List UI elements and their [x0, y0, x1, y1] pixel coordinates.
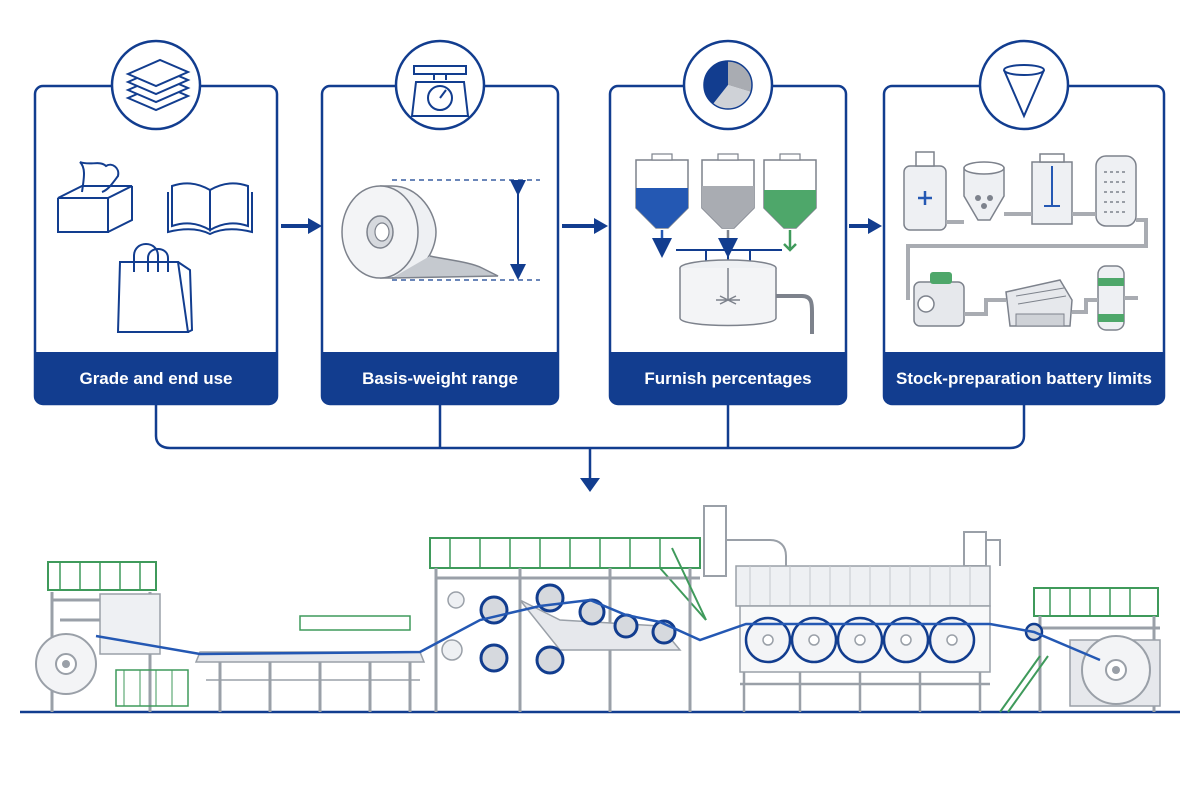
wire-forming-table [194, 615, 426, 712]
unwind-roll-section [35, 561, 189, 712]
funnel-icon [978, 39, 1070, 131]
press-section [429, 537, 707, 712]
paper-web-path [95, 598, 1101, 662]
card-label-basis-weight-range: Basis-weight range [362, 369, 518, 388]
exhaust-stack [703, 505, 1001, 577]
tissue-box-icon [57, 161, 133, 233]
mixing-tank-icon [676, 249, 814, 334]
screen-icon [1095, 155, 1137, 227]
dryer-section [735, 565, 991, 712]
flow-arrows [281, 218, 882, 234]
agitated-chest-icon [1031, 153, 1073, 225]
merge-connector [154, 404, 1026, 480]
thickness-dimension-icon [392, 179, 540, 281]
blue-stock-hopper-icon [635, 153, 689, 258]
weighing-scale-icon [394, 39, 486, 131]
reel-winder [999, 587, 1161, 713]
card-label-furnish-percentages: Furnish percentages [644, 369, 811, 388]
gray-stock-hopper-icon [701, 153, 755, 258]
green-stock-hopper-icon [763, 153, 817, 252]
cleaner-tank-icon [963, 161, 1005, 221]
pie-chart-icon [682, 39, 774, 131]
card-stock-preparation-battery-limits[interactable]: Stock-preparation battery limits [882, 39, 1166, 406]
card-label-grade-and-end-use: Grade and end use [79, 369, 232, 388]
pulper-icon [903, 151, 947, 231]
shopping-bag-icon [116, 243, 194, 333]
paper-machine [20, 505, 1180, 714]
paper-stack-icon [110, 39, 202, 131]
refiner-icon [913, 272, 965, 327]
card-label-stock-preparation-battery-limits: Stock-preparation battery limits [896, 369, 1152, 388]
stock-pipe-loop [906, 212, 1148, 300]
cyclone-cleaner-icon [1097, 265, 1125, 331]
open-book-icon [167, 182, 253, 236]
card-grade-and-end-use[interactable]: Grade and end use [33, 39, 279, 406]
deflaker-icon [1005, 279, 1073, 327]
merge-arrowhead [580, 478, 600, 492]
stock-pipe-lower [964, 296, 1138, 316]
paper-roll-icon [341, 185, 499, 279]
card-basis-weight-range[interactable]: Basis-weight range [320, 39, 560, 406]
card-furnish-percentages[interactable]: Furnish percentages [608, 39, 848, 406]
